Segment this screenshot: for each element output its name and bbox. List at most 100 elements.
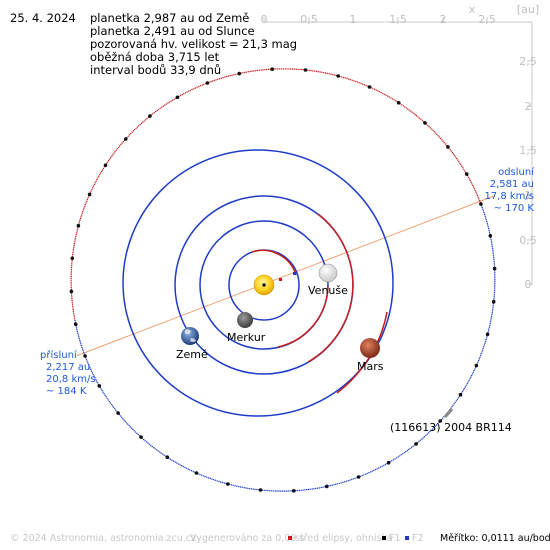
asteroid-orbit-dot bbox=[70, 268, 73, 270]
asteroid-orbit-dot bbox=[130, 427, 133, 429]
venus-label: Venuše bbox=[308, 284, 348, 297]
asteroid-orbit-dot bbox=[138, 125, 140, 127]
asteroid-orbit-dot bbox=[84, 204, 87, 206]
asteroid-orbit-dot bbox=[245, 71, 248, 73]
asteroid-orbit-dot bbox=[493, 293, 495, 296]
asteroid-orbit-dot bbox=[353, 80, 355, 82]
mercury-label: Merkur bbox=[227, 331, 266, 344]
asteroid-orbit-dot bbox=[258, 69, 260, 72]
asteroid-orbit-dot bbox=[216, 480, 218, 482]
asteroid-orbit-dot bbox=[73, 316, 76, 318]
asteroid-orbit-dot bbox=[144, 440, 146, 442]
asteroid-orbit-dot bbox=[86, 198, 89, 201]
asteroid-orbit-dot bbox=[493, 297, 495, 299]
asteroid-position-point bbox=[83, 354, 87, 358]
asteroid-orbit-dot bbox=[83, 207, 85, 209]
asteroid-orbit-dot bbox=[472, 186, 475, 188]
asteroid-orbit-dot bbox=[189, 89, 192, 92]
asteroid-position-point bbox=[324, 484, 329, 489]
date-label: 25. 4. 2024 bbox=[10, 11, 76, 25]
legend-f2-text: F2 bbox=[412, 533, 424, 544]
asteroid-orbit-dot bbox=[472, 184, 474, 187]
asteroid-orbit-dot bbox=[491, 247, 494, 250]
asteroid-orbit-dot bbox=[316, 487, 319, 489]
asteroid-orbit-dot bbox=[374, 468, 377, 471]
asteroid-orbit-dot bbox=[80, 216, 82, 218]
asteroid-orbit-dot bbox=[121, 142, 123, 144]
asteroid-position-point bbox=[488, 234, 493, 238]
asteroid-orbit-dot bbox=[329, 484, 331, 487]
asteroid-orbit-dot bbox=[145, 441, 148, 443]
asteroid-orbit-dot bbox=[140, 122, 143, 125]
asteroid-orbit-dot bbox=[235, 73, 237, 76]
asteroid-orbit-dot bbox=[427, 432, 430, 434]
asteroid-orbit-dot bbox=[442, 417, 444, 419]
asteroid-orbit-dot bbox=[358, 82, 360, 84]
asteroid-orbit-dot bbox=[302, 489, 304, 491]
asteroid-orbit-dot bbox=[492, 251, 494, 253]
asteroid-orbit-dot bbox=[391, 460, 393, 462]
asteroid-orbit-dot bbox=[256, 69, 259, 72]
venus-orbit-red bbox=[277, 286, 329, 348]
asteroid-orbit-dot bbox=[102, 167, 105, 170]
asteroid-orbit-dot bbox=[352, 478, 355, 480]
asteroid-orbit-dot bbox=[202, 475, 204, 477]
asteroid-orbit-dot bbox=[71, 263, 73, 265]
asteroid-orbit-dot bbox=[459, 162, 461, 164]
asteroid-orbit-dot bbox=[342, 76, 345, 79]
asteroid-orbit-dot bbox=[470, 181, 472, 183]
asteroid-orbit-dot bbox=[404, 106, 406, 108]
asteroid-orbit-dot bbox=[106, 397, 108, 399]
asteroid-orbit-dot bbox=[487, 224, 489, 226]
earth-icon bbox=[181, 327, 199, 345]
asteroid-position-point bbox=[103, 163, 108, 168]
asteroid-orbit-dot bbox=[392, 459, 395, 461]
asteroid-orbit-dot bbox=[253, 70, 255, 72]
asteroid-orbit-dot bbox=[408, 109, 410, 111]
asteroid-position-point bbox=[139, 435, 143, 439]
asteroid-orbit-dot bbox=[269, 490, 271, 492]
asteroid-orbit-dot bbox=[421, 438, 423, 440]
asteroid-orbit-dot bbox=[402, 105, 404, 107]
asteroid-orbit-dot bbox=[96, 178, 98, 181]
asteroid-orbit-dot bbox=[437, 135, 439, 137]
asteroid-orbit-dot bbox=[185, 467, 188, 469]
asteroid-orbit-dot bbox=[89, 367, 91, 369]
asteroid-orbit-dot bbox=[286, 68, 288, 70]
asteroid-orbit-dot bbox=[214, 479, 217, 481]
asteroid-orbit-dot bbox=[378, 467, 380, 469]
asteroid-orbit-dot bbox=[492, 249, 494, 251]
asteroid-orbit-dot bbox=[315, 487, 317, 490]
asteroid-orbit-dot bbox=[108, 158, 111, 160]
asteroid-orbit-dot bbox=[330, 73, 332, 75]
asteroid-orbit-dot bbox=[453, 154, 456, 157]
asteroid-orbit-dot bbox=[71, 261, 73, 263]
asteroid-orbit-dot bbox=[87, 197, 89, 199]
asteroid-orbit-dot bbox=[207, 477, 210, 479]
info-line-period: oběžná doba 3,715 let bbox=[90, 50, 220, 64]
asteroid-position-point bbox=[175, 95, 180, 100]
asteroid-orbit-dot bbox=[331, 484, 333, 486]
asteroid-orbit-dot bbox=[220, 77, 223, 79]
asteroid-orbit-dot bbox=[171, 459, 173, 461]
asteroid-orbit-dot bbox=[461, 390, 464, 393]
asteroid-orbit-dot bbox=[157, 450, 159, 452]
asteroid-orbit-dot bbox=[493, 262, 495, 264]
legend-center-marker bbox=[288, 536, 292, 540]
asteroid-orbit-dot bbox=[256, 488, 258, 491]
asteroid-orbit-dot bbox=[132, 428, 134, 431]
asteroid-orbit-dot bbox=[313, 70, 316, 72]
asteroid-orbit-dot bbox=[449, 149, 451, 151]
asteroid-position-point bbox=[492, 266, 497, 271]
asteroid-orbit-dot bbox=[80, 344, 83, 347]
asteroid-orbit-dot bbox=[196, 86, 198, 89]
asteroid-orbit-dot bbox=[395, 457, 398, 459]
asteroid-orbit-dot bbox=[455, 400, 458, 402]
asteroid-orbit-dot bbox=[463, 168, 465, 171]
asteroid-orbit-dot bbox=[405, 451, 407, 453]
asteroid-orbit-dot bbox=[75, 232, 78, 234]
asteroid-orbit-dot bbox=[366, 472, 368, 475]
asteroid-orbit-dot bbox=[493, 290, 496, 292]
asteroid-orbit-dot bbox=[227, 75, 230, 77]
asteroid-orbit-dot bbox=[476, 193, 478, 195]
